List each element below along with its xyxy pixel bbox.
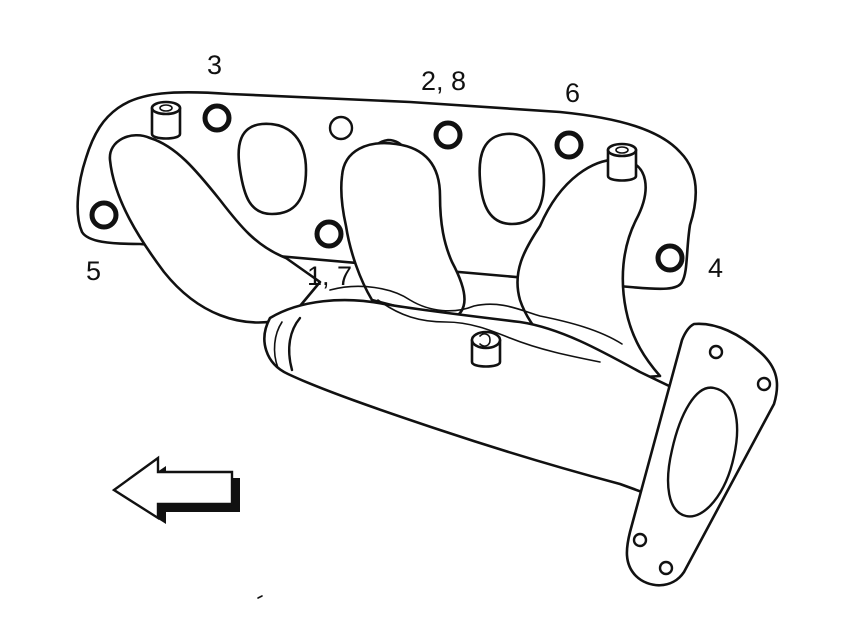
collector-join-ring (288, 316, 302, 372)
stud-collector (470, 330, 502, 368)
runner-pipe-1 (108, 133, 322, 324)
bolt-hole-4 (655, 243, 685, 273)
bolt-hole-6 (554, 130, 584, 160)
bolt-hole-3 (202, 103, 232, 133)
runner-pipe-2 (339, 141, 466, 322)
outlet-flange-hole-right (756, 376, 772, 392)
direction-arrow-left-icon (111, 455, 240, 524)
outlet-flange (625, 322, 779, 587)
label-bolt-2-8: 2, 8 (421, 66, 467, 96)
bolt-hole-2-8 (433, 120, 463, 150)
outlet-flange-hole-left (632, 532, 648, 548)
bolt-hole-1-7 (314, 219, 344, 249)
weld-seam-lower (377, 299, 601, 363)
weld-seam (329, 285, 623, 345)
stud-right (606, 142, 638, 182)
exhaust-port-2 (478, 132, 546, 226)
label-bolt-3: 3 (207, 50, 223, 80)
exhaust-port-1 (237, 122, 308, 216)
stud-left (150, 100, 182, 140)
outlet-flange-bore (666, 386, 739, 518)
label-bolt-5: 5 (86, 256, 102, 286)
locating-hole (328, 115, 354, 141)
label-bolt-4: 4 (708, 253, 724, 283)
bolt-hole-5 (89, 200, 119, 230)
stray-mark (257, 595, 263, 599)
label-bolt-1-7: 1, 7 (307, 261, 353, 291)
outlet-flange-hole-top (708, 344, 724, 360)
outlet-flange-hole-bottom (658, 560, 674, 576)
label-bolt-6: 6 (565, 78, 581, 108)
collector-join-ring-inner (273, 321, 283, 369)
